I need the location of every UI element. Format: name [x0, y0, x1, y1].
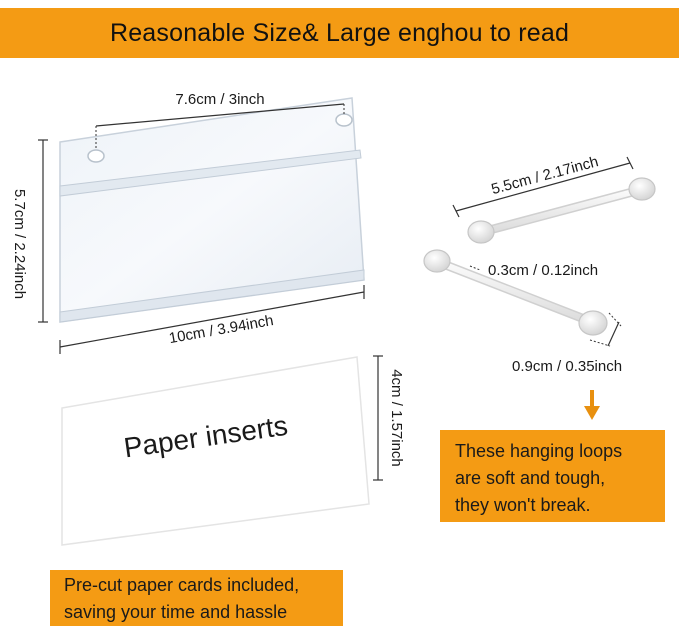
loop-thickness-label: 0.3cm / 0.12inch: [488, 262, 598, 279]
holder-height-dimension: 5.7cm / 2.24inch: [11, 139, 48, 323]
loops-note-line: These hanging loops: [455, 441, 623, 461]
hanging-loop-upper: [467, 177, 656, 244]
holder-height-label: 5.7cm / 2.24inch: [11, 189, 28, 299]
paper-height-label: 4cm / 1.57inch: [388, 369, 405, 467]
loops-note-line: are soft and tough,: [455, 468, 606, 488]
paper-note-line: saving your time and hassle: [64, 602, 288, 622]
hanging-hole-left: [87, 149, 105, 163]
paper-note-box: Pre-cut paper cards included, saving you…: [50, 570, 343, 626]
loops-note-line: they won't break.: [455, 495, 591, 515]
paper-note-line: Pre-cut paper cards included,: [64, 575, 300, 595]
loop-thickness-dimension: 0.3cm / 0.12inch: [469, 262, 598, 279]
loop-length-dimension: 5.5cm / 2.17inch: [452, 153, 634, 218]
hole-spacing-dimension: 7.6cm / 3inch: [95, 91, 345, 148]
paper-insert-card: Paper inserts: [61, 356, 370, 546]
hanging-loop-lower: [423, 249, 608, 336]
arrow-down-icon: [584, 390, 600, 420]
hole-spacing-label: 7.6cm / 3inch: [175, 91, 264, 108]
banner-title: Reasonable Size& Large enghou to read: [109, 18, 570, 47]
header-banner: Reasonable Size& Large enghou to read: [0, 8, 679, 58]
end-diameter-dimension: 0.9cm / 0.35inch: [512, 312, 622, 375]
end-diameter-label: 0.9cm / 0.35inch: [512, 358, 622, 375]
loops-note-box: These hanging loops are soft and tough, …: [440, 430, 665, 522]
hanging-hole-right: [335, 113, 353, 127]
acrylic-label-holder: [59, 97, 365, 323]
paper-height-dimension: 4cm / 1.57inch: [373, 355, 405, 481]
